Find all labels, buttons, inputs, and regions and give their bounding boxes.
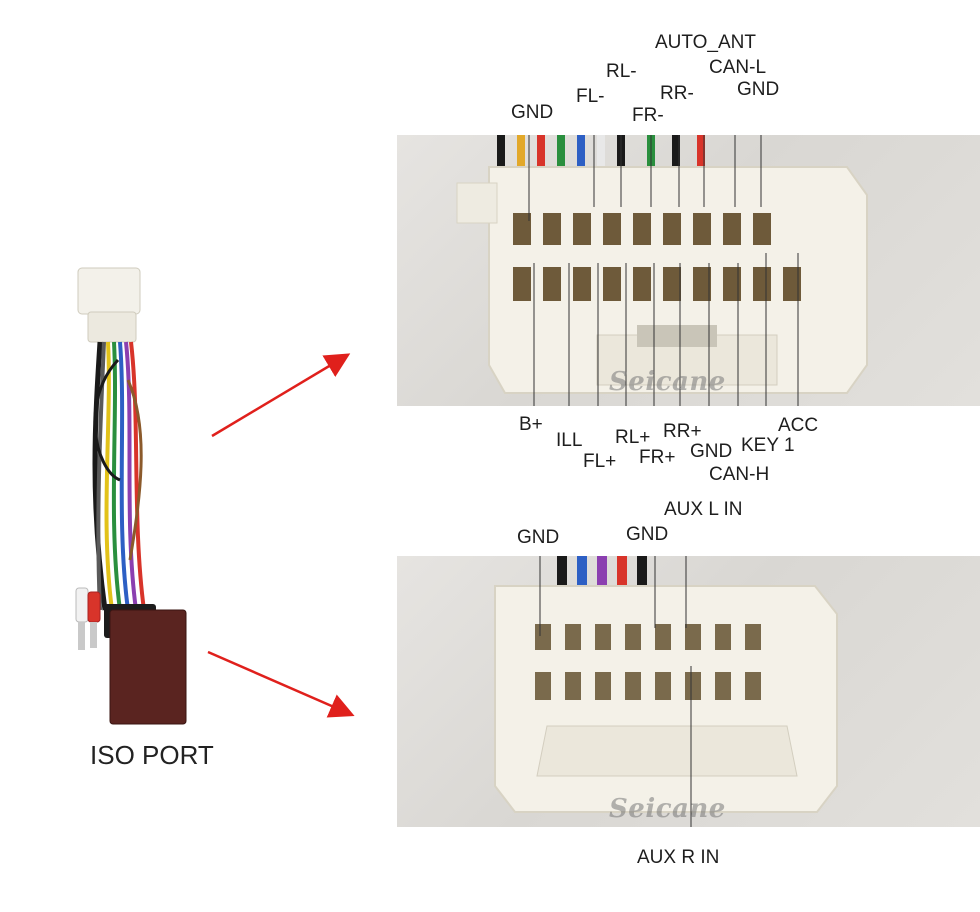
label-top-rl-minus: RL-: [606, 61, 637, 82]
label-top-gnd-3: GND: [690, 441, 733, 462]
label-top-gnd-1: GND: [511, 102, 554, 123]
label-top-ill: ILL: [556, 430, 583, 451]
top-connector-photo: Seicane: [397, 135, 980, 406]
label-bottom-gnd-2: GND: [626, 524, 669, 545]
label-top-can-l: CAN-L: [709, 57, 767, 78]
label-top-gnd-2: GND: [737, 79, 780, 100]
watermark-top: Seicane: [609, 367, 726, 397]
label-top-can-h: CAN-H: [709, 464, 770, 485]
label-top-fl-plus: FL+: [583, 451, 617, 472]
label-bottom-aux-l-in: AUX L IN: [664, 499, 743, 520]
label-top-acc: ACC: [778, 415, 819, 436]
label-top-key1: KEY 1: [741, 435, 795, 456]
iso-port-label: ISO PORT: [90, 740, 214, 770]
label-top-fr-plus: FR+: [639, 447, 676, 468]
label-top-rr-plus: RR+: [663, 421, 702, 442]
label-top-fl-minus: FL-: [576, 86, 605, 107]
label-top-fr-minus: FR-: [632, 105, 664, 126]
arrow-to-bottom-connector: [207, 650, 355, 718]
label-top-auto-ant: AUTO_ANT: [655, 32, 757, 53]
label-top-rr-minus: RR-: [660, 83, 694, 104]
top-connector-drawing: [456, 135, 868, 406]
label-top-b-plus: B+: [519, 414, 543, 435]
arrow-to-top-connector: [211, 353, 351, 438]
bottom-connector-drawing: [494, 556, 838, 827]
label-bottom-gnd-1: GND: [517, 527, 560, 548]
bottom-connector-photo: Seicane: [397, 556, 980, 827]
label-top-rl-plus: RL+: [615, 427, 651, 448]
label-bottom-aux-r-in: AUX R IN: [637, 847, 720, 868]
watermark-bottom: Seicane: [609, 794, 726, 824]
iso-harness: [75, 267, 187, 725]
